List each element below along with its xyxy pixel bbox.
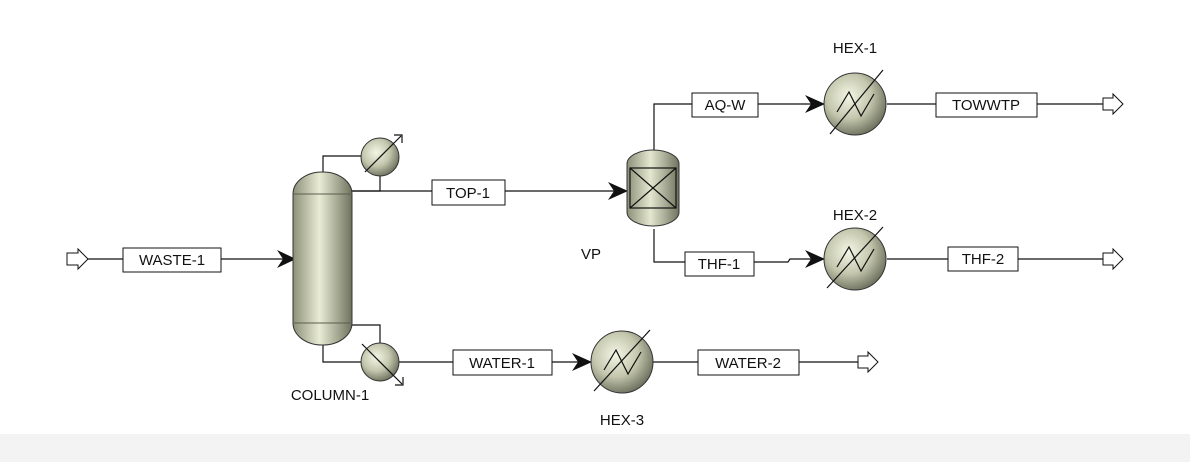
stream-label-water1[interactable]: WATER-1	[452, 349, 553, 376]
product-arrow-towwtp-icon[interactable]	[1102, 92, 1124, 116]
stream-label-water2[interactable]: WATER-2	[697, 349, 800, 376]
arrow-into-hex3	[572, 353, 592, 371]
feed-arrow-icon[interactable]	[66, 247, 89, 271]
svg-text:AQ-W: AQ-W	[705, 97, 747, 114]
svg-text:WASTE-1: WASTE-1	[139, 252, 205, 269]
svg-text:TOWWTP: TOWWTP	[952, 97, 1020, 114]
product-arrow-thf2-icon[interactable]	[1102, 247, 1124, 271]
status-strip	[0, 434, 1190, 462]
arrow-into-vp	[608, 182, 628, 200]
stream-label-towwtp[interactable]: TOWWTP	[935, 92, 1038, 118]
stream-label-waste1[interactable]: WASTE-1	[122, 247, 222, 273]
block-label-vp: VP	[581, 246, 601, 263]
stream-label-top1[interactable]: TOP-1	[431, 179, 506, 206]
condenser-icon[interactable]	[360, 134, 403, 177]
condenser-return-line	[352, 176, 381, 192]
svg-text:WATER-2: WATER-2	[715, 355, 781, 372]
column-bottoms-line	[352, 324, 381, 344]
vp-separator-block[interactable]	[626, 149, 680, 227]
block-label-hex3: HEX-3	[600, 412, 644, 429]
hex-2-block[interactable]	[823, 226, 887, 291]
arrow-into-hex2	[805, 250, 825, 268]
hex-1-block[interactable]	[823, 69, 887, 136]
svg-text:WATER-1: WATER-1	[469, 355, 535, 372]
arrow-into-hex1	[805, 95, 825, 113]
block-label-hex2: HEX-2	[833, 207, 877, 224]
product-arrow-water2-icon[interactable]	[857, 350, 879, 374]
stream-thf1-line[interactable]	[653, 229, 824, 263]
svg-text:TOP-1: TOP-1	[446, 185, 490, 202]
block-label-hex1: HEX-1	[833, 40, 877, 57]
stream-label-aqw[interactable]: AQ-W	[691, 92, 759, 118]
stream-label-thf2[interactable]: THF-2	[947, 246, 1019, 272]
svg-text:THF-1: THF-1	[698, 256, 741, 273]
arrow-into-column	[277, 250, 296, 268]
hex-3-block[interactable]	[590, 329, 654, 394]
svg-text:THF-2: THF-2	[962, 251, 1005, 268]
column-overhead-line	[322, 155, 362, 177]
reboiler-icon[interactable]	[360, 342, 404, 386]
column-1-block[interactable]	[292, 171, 353, 346]
block-label-column1: COLUMN-1	[291, 387, 369, 404]
reboiler-return-line	[322, 341, 362, 363]
stream-label-thf1[interactable]: THF-1	[684, 251, 755, 277]
stream-aqw-line[interactable]	[653, 103, 824, 152]
